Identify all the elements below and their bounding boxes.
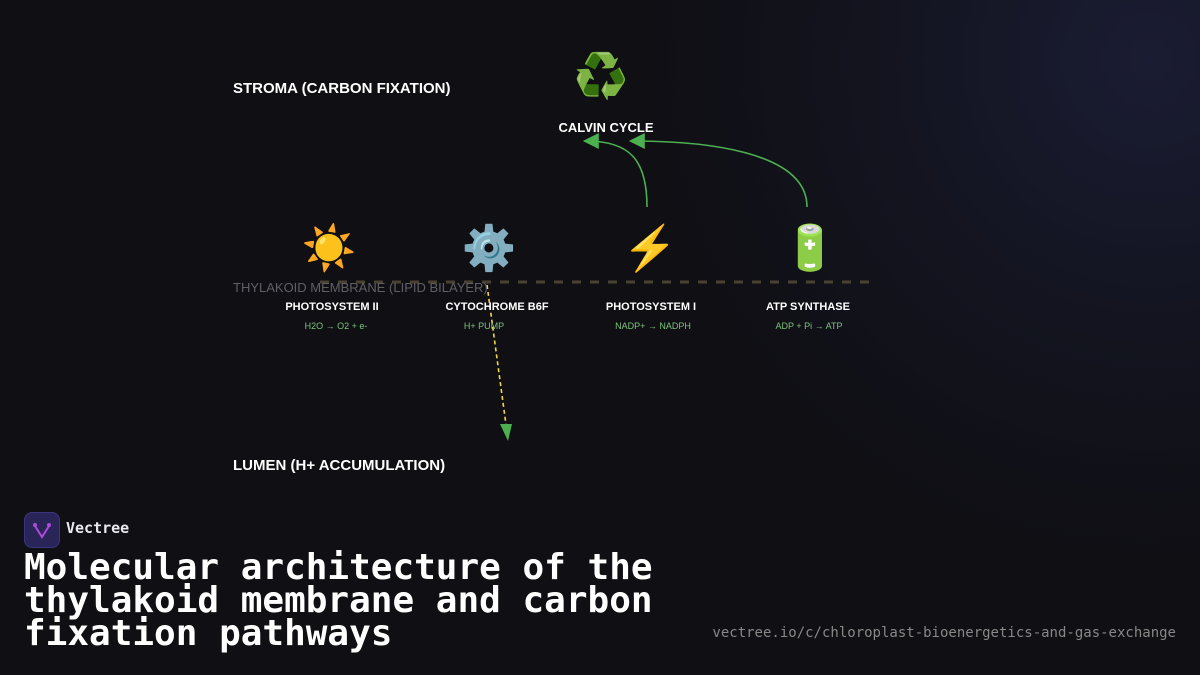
node-sub: H2O → O2 + e- bbox=[304, 321, 368, 331]
lightning-icon: ⚡ bbox=[622, 224, 678, 273]
node-sub: NADP+ → NADPH bbox=[615, 321, 691, 331]
proton-flow-arrow bbox=[486, 284, 508, 433]
node-sub: ADP + Pi → ATP bbox=[775, 321, 843, 331]
node-label: PHOTOSYSTEM I bbox=[605, 301, 697, 313]
node-label: ATP SYNTHASE bbox=[766, 301, 850, 313]
node-sub: H+ PUMP bbox=[463, 321, 505, 331]
source-url: vectree.io/c/chloroplast-bioenergetics-a… bbox=[712, 625, 1176, 641]
brand-name: Vectree bbox=[66, 519, 130, 537]
arrow-psi-to-calvin bbox=[582, 133, 648, 208]
stroma-label: STROMA (CARBON FIXATION) bbox=[233, 80, 451, 97]
recycle-icon: ♻️ bbox=[573, 52, 629, 101]
sun-icon: ☀️ bbox=[301, 224, 357, 273]
node-label: PHOTOSYSTEM II bbox=[285, 301, 379, 313]
proton-arrowhead bbox=[500, 424, 512, 441]
gear-icon: ⚙️ bbox=[461, 224, 517, 273]
node-label: CYTOCHROME B6F bbox=[445, 301, 549, 313]
arrow-atp-to-calvin bbox=[628, 133, 808, 208]
calvin-cycle-label: CALVIN CYCLE bbox=[558, 120, 654, 135]
page-title: Molecular architecture of the thylakoid … bbox=[24, 547, 653, 654]
lumen-label: LUMEN (H+ ACCUMULATION) bbox=[233, 457, 446, 474]
battery-icon: 🔋 bbox=[782, 224, 838, 273]
vectree-logo-icon bbox=[24, 512, 60, 548]
membrane-label: THYLAKOID MEMBRANE (LIPID BILAYER) bbox=[233, 280, 488, 295]
